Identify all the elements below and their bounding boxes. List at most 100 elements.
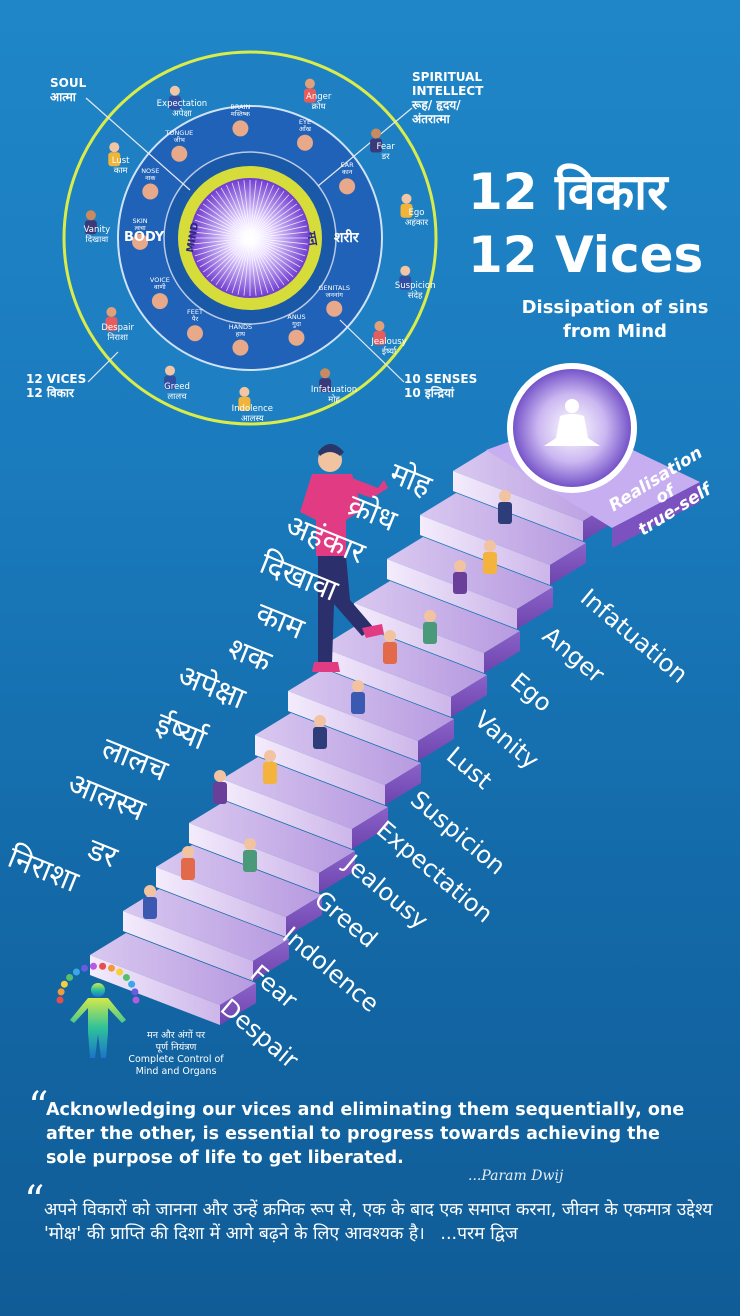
hands-icon bbox=[232, 339, 249, 356]
vice-figures-on-steps bbox=[143, 490, 512, 919]
sense-label-hi: पैर bbox=[191, 315, 199, 324]
vices-wheel-diagram bbox=[62, 50, 438, 426]
step-2 bbox=[123, 889, 289, 981]
vice-figure-lust bbox=[108, 142, 121, 167]
vice-figure-infatuation bbox=[319, 368, 332, 393]
sense-label-hi: त्वचा bbox=[134, 223, 146, 232]
sense-label-en: VOICE bbox=[149, 276, 170, 285]
step-figure-4 bbox=[213, 770, 227, 804]
eye-icon bbox=[297, 134, 313, 151]
step-figure-11 bbox=[483, 540, 497, 574]
vice-figure-despair bbox=[105, 307, 118, 331]
sense-label-hi: जीभ bbox=[173, 135, 185, 144]
title-english: 12 Vices bbox=[468, 226, 704, 284]
vice-figure-anger bbox=[303, 78, 316, 103]
title-hindi: 12 विकार bbox=[468, 163, 668, 221]
sense-label-en: FEET bbox=[187, 308, 203, 317]
nose-icon bbox=[142, 183, 159, 200]
sense-label-hi: गुदा bbox=[292, 319, 301, 328]
vice-label-en: Lust bbox=[111, 156, 130, 167]
ten-senses-label: 10 SENSES 10 इन्द्रियां bbox=[404, 372, 477, 400]
step-figure-6 bbox=[313, 715, 327, 749]
vice-label-en: Anger bbox=[306, 91, 332, 102]
sense-label-en: ANUS bbox=[287, 312, 306, 321]
control-hindi-2: पूर्ण नियंत्रण bbox=[155, 1042, 197, 1053]
chakra-dot bbox=[107, 964, 115, 972]
brain-icon bbox=[232, 120, 249, 137]
sense-label-hi: वाणी bbox=[154, 283, 166, 292]
sense-label-en: TONGUE bbox=[165, 128, 194, 137]
chakra-dot bbox=[131, 988, 139, 996]
chakra-dot bbox=[89, 962, 97, 970]
spiritual-intellect-label: SPIRITUAL INTELLECT रूह/ हृदय/ अंतरात्मा bbox=[412, 70, 483, 126]
feet-icon bbox=[187, 325, 203, 342]
vice-figure-icons bbox=[84, 78, 413, 411]
vice-label-hi: काम bbox=[113, 166, 128, 177]
skin-icon bbox=[132, 233, 149, 250]
step-figure-8 bbox=[383, 630, 397, 664]
hindi-signature: ...परम द्विज bbox=[440, 1224, 518, 1244]
sense-label-hi: हाथ bbox=[235, 329, 246, 338]
vice-label-hi: दिखावा bbox=[85, 235, 109, 246]
chakra-body-figure bbox=[56, 962, 140, 1058]
sense-label-en: EYE bbox=[298, 117, 312, 126]
senses-label-hi: 10 इन्द्रियां bbox=[404, 386, 455, 400]
sense-label-hi: जननांग bbox=[325, 290, 343, 299]
vice-label-en: Indolence bbox=[231, 403, 274, 414]
control-english-2: Mind and Organs bbox=[135, 1066, 217, 1077]
chakra-dot bbox=[122, 973, 130, 981]
soul-label-hi: आत्मा bbox=[50, 90, 76, 104]
climbing-man-icon bbox=[300, 444, 388, 672]
vice-figure-ego bbox=[400, 193, 413, 218]
control-english-1: Complete Control of bbox=[128, 1054, 224, 1065]
hindi-quote-text: अपने विकारों को जानना और उन्हें क्रमिक र… bbox=[44, 1200, 713, 1244]
control-hindi-1: मन और अंगों पर bbox=[147, 1030, 205, 1041]
step-figure-10 bbox=[453, 560, 467, 594]
sense-label-hi: नाक bbox=[145, 173, 156, 182]
chakra-dot bbox=[128, 980, 136, 988]
chakra-dot bbox=[132, 996, 140, 1004]
vice-label-en: Suspicion bbox=[394, 281, 436, 292]
hindi-quote: अपने विकारों को जानना और उन्हें क्रमिक र… bbox=[44, 1198, 714, 1246]
step-6 bbox=[255, 713, 421, 805]
subtitle: Dissipation of sins from Mind bbox=[510, 296, 720, 344]
subtitle-line-2: from Mind bbox=[563, 321, 667, 342]
vice-label-hi: डर bbox=[381, 152, 390, 163]
vice-figure-jealousy bbox=[373, 321, 386, 346]
step-figure-3 bbox=[243, 838, 257, 872]
voice-icon bbox=[151, 293, 168, 310]
chakra-dot bbox=[57, 988, 65, 996]
quote-mark-hindi: “ bbox=[24, 1178, 45, 1224]
soul-label-en: SOUL bbox=[50, 76, 87, 90]
vice-figure-suspicion bbox=[399, 265, 412, 290]
senses-label-en: 10 SENSES bbox=[404, 372, 478, 386]
spiritual-label-1: SPIRITUAL bbox=[412, 70, 483, 84]
sense-label-en: NOSE bbox=[141, 166, 160, 175]
soul-leader-line bbox=[85, 97, 191, 191]
vice-label-en: Jealousy bbox=[371, 337, 407, 348]
vice-figure-greed bbox=[164, 365, 176, 390]
step-figure-7 bbox=[351, 680, 365, 714]
sense-label-hi: कान bbox=[341, 168, 353, 177]
chakra-dot bbox=[56, 996, 64, 1004]
spiritual-leader-line bbox=[317, 107, 413, 187]
vice-label-en: Ego bbox=[408, 208, 425, 219]
vice-label-hi: अपेक्षा bbox=[172, 108, 192, 119]
